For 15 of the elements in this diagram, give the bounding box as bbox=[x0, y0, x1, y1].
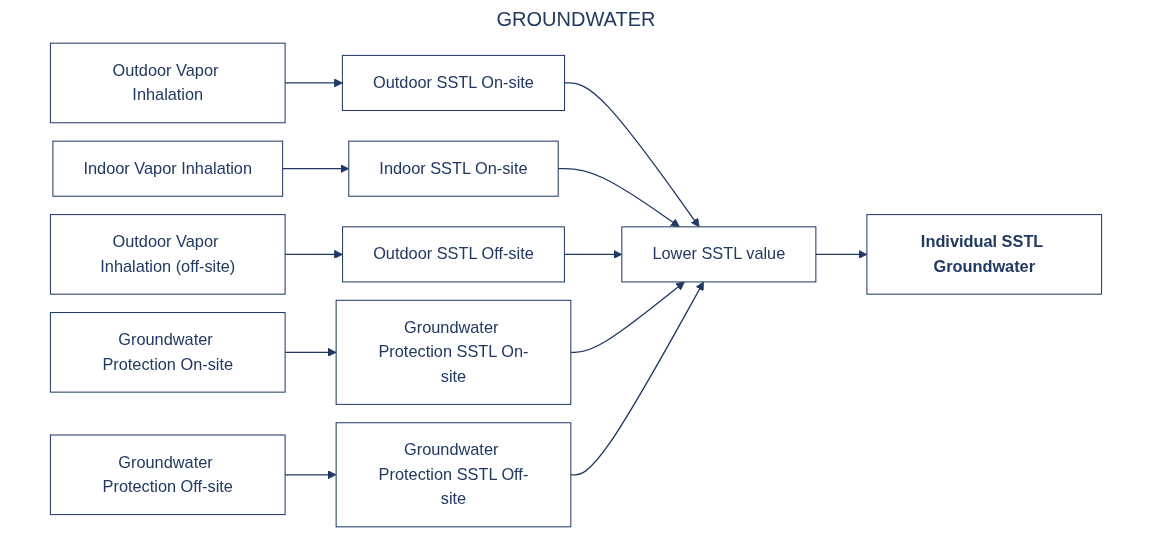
arrow bbox=[570, 281, 685, 353]
node-box: Groundwater Protection SSTL On-site bbox=[335, 299, 572, 405]
node-box: Indoor SSTL On-site bbox=[348, 140, 559, 197]
node-box: Outdoor Vapor Inhalation (off-site) bbox=[49, 214, 286, 295]
diagram-title: GROUNDWATER bbox=[495, 8, 657, 31]
node-box: Groundwater Protection Off-site bbox=[49, 434, 286, 516]
node-box: Outdoor Vapor Inhalation bbox=[49, 42, 286, 124]
node-box: Indoor Vapor Inhalation bbox=[52, 140, 284, 197]
node-box: Outdoor SSTL Off-site bbox=[342, 226, 565, 283]
node-box: Individual SSTL Groundwater bbox=[866, 214, 1103, 295]
node-box: Lower SSTL value bbox=[621, 226, 817, 283]
arrow bbox=[570, 281, 704, 476]
node-box: Groundwater Protection On-site bbox=[49, 312, 286, 393]
node-box: Outdoor SSTL On-site bbox=[341, 54, 566, 112]
node-box: Groundwater Protection SSTL Off-site bbox=[335, 422, 572, 528]
